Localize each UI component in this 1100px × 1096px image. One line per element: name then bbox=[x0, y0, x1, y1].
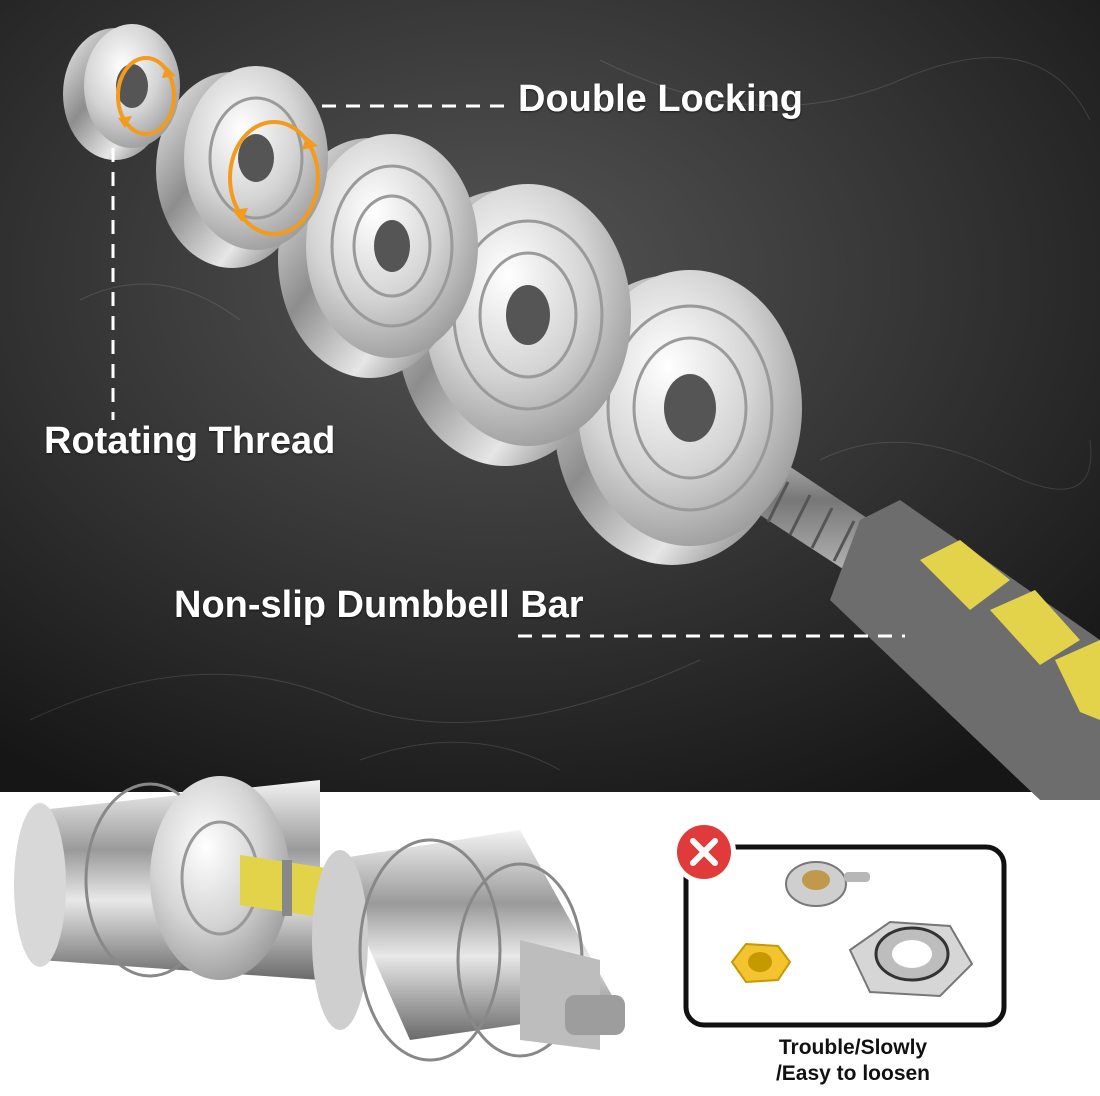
weight-plate-1 bbox=[63, 24, 180, 160]
caption-line-1: Trouble/Slowly bbox=[778, 1036, 928, 1059]
caption-line-2: /Easy to loosen bbox=[775, 1062, 931, 1085]
weight-plate-3 bbox=[278, 134, 478, 378]
label-double-locking: Double Locking bbox=[518, 78, 803, 120]
callout-lines bbox=[111, 104, 905, 638]
star-collar-chrome bbox=[848, 920, 974, 998]
cross-icon bbox=[672, 820, 736, 884]
rotation-arrow-icon bbox=[116, 56, 320, 236]
star-collar-yellow bbox=[730, 942, 792, 984]
label-non-slip-bar: Non-slip Dumbbell Bar bbox=[174, 584, 584, 626]
comparison-caption: Trouble/Slowly /Easy to loosen bbox=[700, 1035, 1006, 1087]
texture bbox=[29, 57, 1092, 771]
spring-collar-chrome bbox=[785, 861, 870, 907]
assembled-dumbbell bbox=[14, 776, 625, 1062]
label-rotating-thread: Rotating Thread bbox=[44, 420, 336, 462]
